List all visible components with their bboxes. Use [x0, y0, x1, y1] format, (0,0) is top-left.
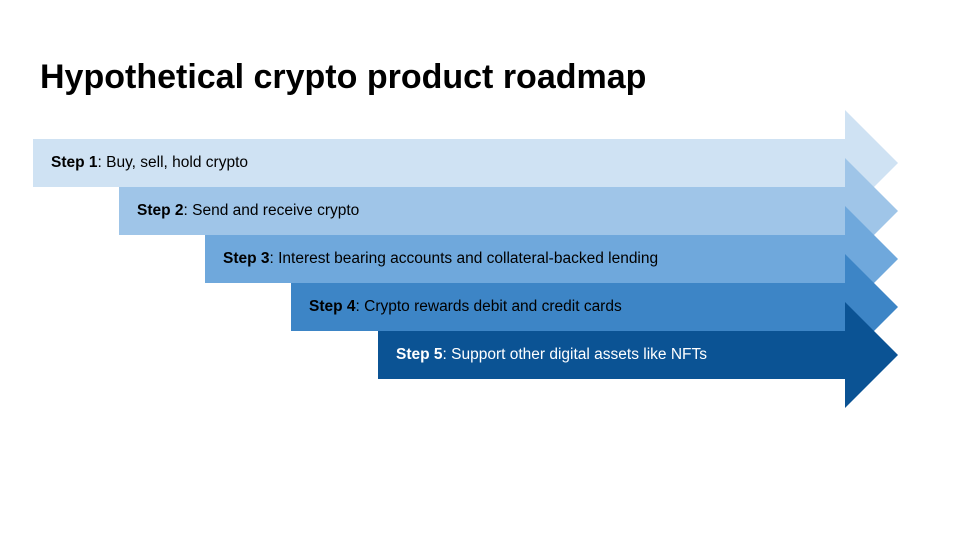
step-1-number-label: Step 1	[51, 154, 98, 171]
step-1-description: : Buy, sell, hold crypto	[97, 154, 248, 171]
step-5-description: : Support other digital assets like NFTs	[442, 346, 707, 363]
roadmap-step-5-text: Step 5: Support other digital assets lik…	[396, 346, 707, 364]
roadmap-step-4: Step 4: Crypto rewards debit and credit …	[291, 254, 898, 360]
roadmap-step-3-text: Step 3: Interest bearing accounts and co…	[223, 250, 658, 268]
step-3-description: : Interest bearing accounts and collater…	[269, 250, 659, 267]
page-title: Hypothetical crypto product roadmap	[40, 58, 647, 96]
roadmap-step-5-bar: Step 5: Support other digital assets lik…	[378, 331, 845, 379]
step-4-number-label: Step 4	[309, 298, 356, 315]
step-2-number-label: Step 2	[137, 202, 184, 219]
roadmap-step-2: Step 2: Send and receive crypto	[119, 158, 898, 264]
roadmap-step-3: Step 3: Interest bearing accounts and co…	[205, 206, 898, 312]
roadmap-step-2-bar: Step 2: Send and receive crypto	[119, 187, 845, 235]
roadmap-step-3-bar: Step 3: Interest bearing accounts and co…	[205, 235, 845, 283]
roadmap-step-1: Step 1: Buy, sell, hold crypto	[33, 110, 898, 216]
roadmap-step-5: Step 5: Support other digital assets lik…	[378, 302, 898, 408]
step-4-description: : Crypto rewards debit and credit cards	[355, 298, 622, 315]
step-2-description: : Send and receive crypto	[183, 202, 360, 219]
roadmap-step-1-bar: Step 1: Buy, sell, hold crypto	[33, 139, 845, 187]
roadmap-step-1-text: Step 1: Buy, sell, hold crypto	[51, 154, 248, 172]
step-5-number-label: Step 5	[396, 346, 443, 363]
step-3-number-label: Step 3	[223, 250, 270, 267]
roadmap-step-2-text: Step 2: Send and receive crypto	[137, 202, 359, 220]
roadmap-step-4-bar: Step 4: Crypto rewards debit and credit …	[291, 283, 845, 331]
roadmap-step-4-text: Step 4: Crypto rewards debit and credit …	[309, 298, 622, 316]
